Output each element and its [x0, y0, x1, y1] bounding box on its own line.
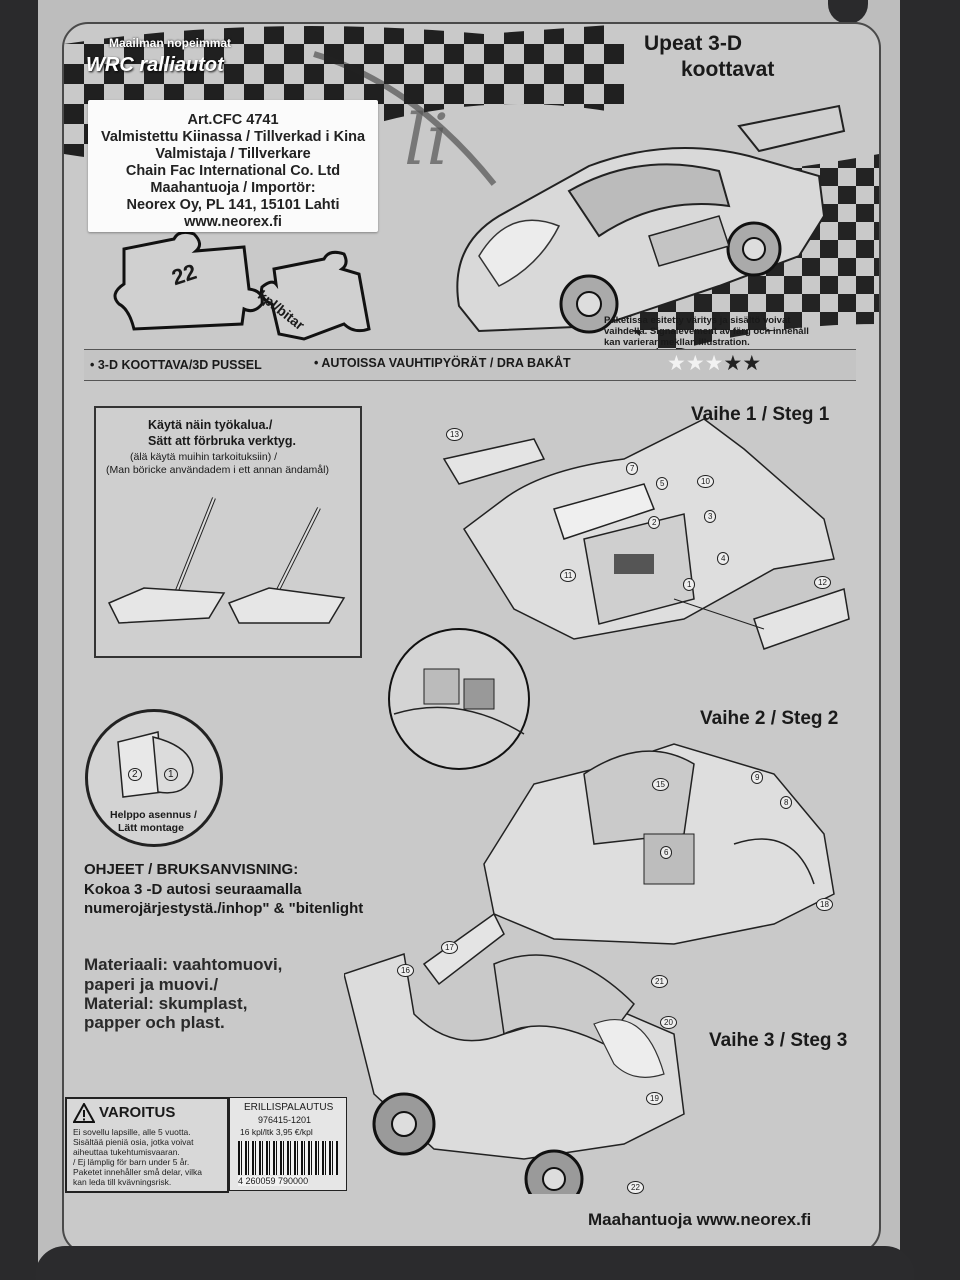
disclaimer-line1: Paketissa esitetty väritys ja sisältö vo…	[604, 315, 791, 326]
tool-line1: Käytä näin työkalua./	[148, 418, 273, 432]
star-icon: ★	[742, 352, 762, 375]
star-icon: ★	[723, 352, 743, 375]
sticker-line: Chain Fac International Co. Ltd	[125, 163, 341, 179]
spare-parts-box: ERILLISPALAUTUS 976415-1201 16 kpl/ltk 3…	[229, 1097, 347, 1191]
material-line2: paperi ja muovi./	[84, 975, 219, 994]
disclaimer-line2: vaihdella. Signalevement av färg och inn…	[604, 326, 809, 337]
sticker-line: Art.CFC 4741	[187, 112, 279, 128]
tool-line4: (Man böricke användadem i ett annan ända…	[106, 464, 329, 476]
star-icon: ★	[704, 352, 724, 375]
warning-line: / Ej lämplig för barn under 5 år.	[73, 1157, 190, 1167]
footer-importer: Maahantuoja www.neorex.fi	[588, 1210, 812, 1229]
warning-line: Paketet innehåller små delar, vilka	[73, 1167, 202, 1177]
warning-line: kan leda till kvävningsrisk.	[73, 1177, 172, 1187]
feature-pullback: • AUTOISSA VAUHTIPYÖRÄT / DRA BAKÅT	[314, 356, 571, 370]
barcode-number: 4 260059 790000	[238, 1176, 309, 1186]
importer-sticker: Art.CFC 4741 Valmistettu Kiinassa / Till…	[88, 100, 378, 232]
warning-box: VAROITUS Ei sovellu lapsille, alle 5 vuo…	[65, 1097, 229, 1193]
warning-title: VAROITUS	[99, 1104, 176, 1121]
card-bottom-slot	[35, 1246, 915, 1280]
instructions-line1: Kokoa 3 -D autosi seuraamalla	[84, 881, 302, 898]
spare-code: 976415-1201	[258, 1115, 312, 1125]
spare-title: ERILLISPALAUTUS	[244, 1102, 334, 1113]
sticker-line: Valmistaja / Tillverkare	[155, 146, 311, 162]
easy-mount-line2: Lätt montage	[118, 822, 184, 834]
headline-line2: koottavat	[681, 58, 775, 81]
sticker-line: Valmistettu Kiinassa / Tillverkad i Kina	[100, 129, 366, 145]
hang-hole	[828, 0, 868, 24]
step1-exploded-diagram	[442, 418, 850, 650]
mount-illustration	[117, 731, 194, 798]
warning-line: Ei sovellu lapsille, alle 5 vuotta.	[73, 1127, 191, 1137]
warning-line: aiheuttaa tukehtumisvaaran.	[73, 1147, 180, 1157]
instructions-line2: numerojärjestystä./inhop" & "bitenlight	[84, 900, 364, 917]
step2-assembly-diagram	[483, 743, 835, 945]
car-illustration-top	[456, 104, 846, 334]
material-line1: Materiaali: vaahtomuovi,	[84, 955, 283, 974]
tool-illustration	[107, 497, 346, 624]
step3-title: Vaihe 3 / Steg 3	[709, 1030, 848, 1051]
step3-assembly-diagram	[344, 912, 685, 1194]
sticker-line: Maahantuoja / Importör:	[150, 180, 316, 196]
sticker-line: Neorex Oy, PL 141, 15101 Lahti	[126, 197, 340, 213]
easy-mount-line1: Helppo asennus /	[110, 809, 197, 821]
easy-mount-circle: 2 1 Helppo asennus / Lätt montage	[85, 709, 223, 847]
disclaimer-line3: kan varierar mekllan illustration.	[604, 337, 750, 348]
barcode	[238, 1141, 338, 1175]
step2-title: Vaihe 2 / Steg 2	[700, 708, 839, 729]
feature-band: • 3-D KOOTTAVA/3D PUSSEL • AUTOISSA VAUH…	[84, 349, 856, 381]
brand-title: WRC ralliautot	[86, 54, 224, 76]
feature-3d-puzzle: • 3-D KOOTTAVA/3D PUSSEL	[90, 358, 262, 372]
sticker-line: www.neorex.fi	[184, 214, 282, 230]
logo-script: li	[404, 99, 449, 181]
mount-label: 2	[128, 768, 142, 781]
puzzle-pieces-graphic	[113, 230, 371, 341]
tool-line2: Sätt att förbruka verktyg.	[148, 434, 296, 448]
tool-line3: (älä käytä muihin tarkoituksiin) /	[130, 451, 278, 463]
warning-triangle-icon	[73, 1103, 95, 1123]
headline-line1: Upeat 3-D	[644, 32, 743, 55]
brand-tagline: Maailman nopeimmat	[109, 36, 232, 50]
spare-price: 16 kpl/ltk 3,95 €/kpl	[240, 1127, 313, 1137]
star-icon: ★	[667, 352, 686, 375]
mount-label: 1	[164, 768, 178, 781]
material-line4: papper och plast.	[84, 1013, 225, 1032]
difficulty-stars: ★★★★★	[667, 351, 761, 376]
step1-title: Vaihe 1 / Steg 1	[691, 404, 830, 425]
material-line3: Material: skumplast,	[84, 994, 248, 1013]
warning-line: Sisältää pieniä osia, jotka voivat	[73, 1137, 194, 1147]
tool-usage-panel: Käytä näin työkalua./ Sätt att förbruka …	[94, 406, 362, 658]
step2-detail-circle	[388, 628, 530, 770]
instructions-title: OHJEET / BRUKSANVISNING:	[84, 861, 299, 878]
star-icon: ★	[685, 352, 705, 375]
